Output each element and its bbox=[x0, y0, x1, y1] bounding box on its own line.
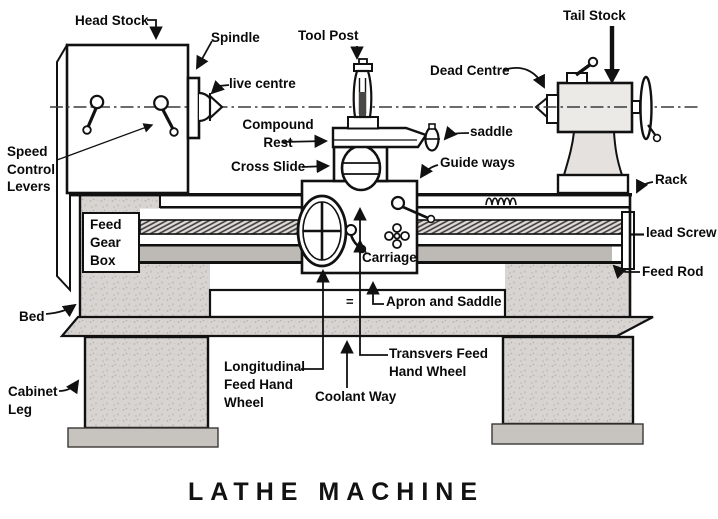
cross-slide-arrow bbox=[301, 159, 331, 174]
chip-tray-shape bbox=[208, 288, 507, 319]
left-leg-shape bbox=[83, 335, 210, 430]
longitudinal-wheel-shape bbox=[296, 194, 348, 268]
saddle-knob-shape bbox=[424, 123, 440, 152]
head-stock-arrow bbox=[147, 19, 163, 41]
label-tool-post: Tool Post bbox=[298, 28, 359, 43]
live-centre-arrow bbox=[210, 80, 230, 95]
label-live-centre: live centre bbox=[229, 76, 296, 91]
label-guide-ways: Guide ways bbox=[440, 155, 516, 170]
label-compound-rest: Compound Rest bbox=[242, 117, 314, 150]
label-head-stock: Head Stock bbox=[75, 13, 149, 28]
label-tail-stock: Tail Stock bbox=[563, 8, 626, 23]
left-foot-shape bbox=[67, 427, 219, 448]
label-cabinet-leg: Cabinet Leg bbox=[8, 384, 58, 417]
label-apron-and-saddle: Apron and Saddle bbox=[386, 294, 502, 309]
label-transvers-feed-hand-wheel: Transvers Feed Hand Wheel bbox=[389, 346, 489, 379]
tool-post-shape bbox=[352, 58, 373, 119]
label-bed: Bed bbox=[19, 309, 45, 324]
dead-centre-arrow bbox=[503, 66, 545, 89]
speed-levers-arrow bbox=[56, 123, 154, 161]
label-saddle: saddle bbox=[470, 124, 513, 139]
transvers-arrow bbox=[353, 206, 388, 356]
apron-star-knob-shape bbox=[384, 223, 410, 249]
tail-stock-arrow bbox=[604, 26, 620, 84]
label-dead-centre: Dead Centre bbox=[430, 63, 510, 78]
right-foot-shape bbox=[491, 423, 644, 445]
leader-arrows bbox=[45, 19, 654, 395]
speed-levers-shape bbox=[82, 94, 179, 137]
apron-saddle-arrow bbox=[366, 280, 384, 305]
compound-rest-shape bbox=[331, 116, 428, 149]
cabinet-leg-arrow bbox=[58, 379, 80, 395]
feed-rod-arrow bbox=[612, 264, 640, 279]
label-spindle: Spindle bbox=[211, 30, 260, 45]
dead-centre-shape bbox=[534, 94, 559, 124]
tailstock-clamp-lever-shape bbox=[566, 56, 599, 84]
headstock-shape bbox=[56, 43, 190, 293]
tailstock-handwheel-shape bbox=[631, 75, 662, 143]
label-feed-rod: Feed Rod bbox=[642, 264, 704, 279]
guide-ways-arrow bbox=[419, 163, 439, 179]
clutch-lever-shape bbox=[390, 195, 436, 224]
right-leg-shape bbox=[501, 335, 635, 426]
tray-plank-shape bbox=[59, 315, 654, 338]
rack-arrow bbox=[636, 178, 654, 194]
equals-mark: = bbox=[346, 294, 354, 309]
compound-rest-arrow bbox=[281, 134, 329, 149]
tailstock-base-shape bbox=[556, 173, 630, 195]
tailstock-pedestal-shape bbox=[562, 131, 624, 176]
label-carriage: Carriage bbox=[362, 250, 417, 265]
label-longitudinal-feed-hand-wheel: Longitudinal Feed Hand Wheel bbox=[224, 359, 305, 410]
spindle-arrow bbox=[196, 40, 213, 70]
rack-shape bbox=[485, 197, 517, 206]
bed-arrow bbox=[45, 303, 77, 318]
tailstock-shape bbox=[534, 56, 634, 195]
longitudinal-arrow bbox=[301, 268, 330, 370]
label-speed-control-levers: Speed Control Levers bbox=[7, 144, 55, 194]
label-lead-screw: lead Screw bbox=[646, 225, 717, 240]
base-shape bbox=[59, 315, 654, 448]
live-centre-shape bbox=[208, 93, 224, 121]
spindle-shape bbox=[186, 76, 224, 140]
label-rack: Rack bbox=[655, 172, 688, 187]
cross-feed-wheel-shape bbox=[340, 144, 382, 192]
saddle-arrow bbox=[443, 125, 470, 141]
label-coolant-way: Coolant Way bbox=[315, 389, 397, 404]
label-cross-slide: Cross Slide bbox=[231, 159, 306, 174]
diagram-title: LATHE MACHINE bbox=[187, 478, 485, 506]
label-feed-gear-box: Feed Gear Box bbox=[82, 212, 140, 273]
